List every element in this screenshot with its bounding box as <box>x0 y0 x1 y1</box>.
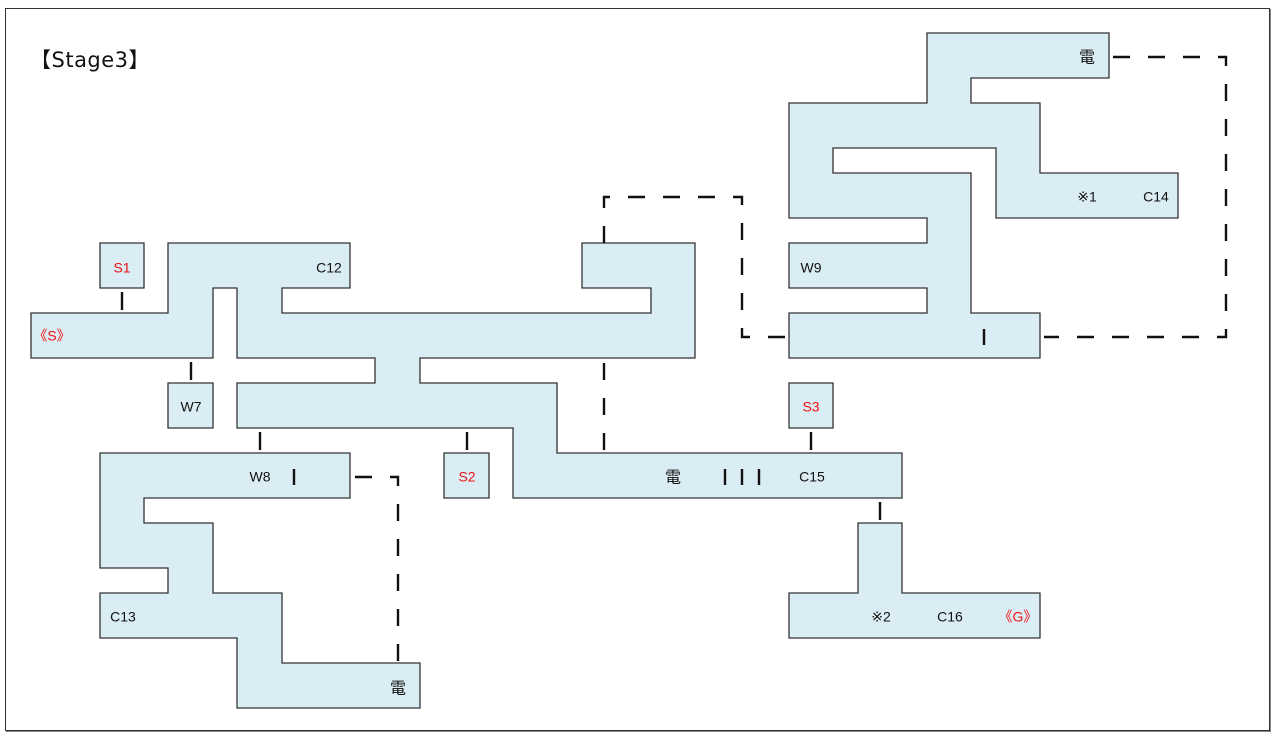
room-s3-room <box>788 382 834 429</box>
label-c16: C16 <box>937 609 963 625</box>
connector-w8-to-den-sw <box>355 475 400 663</box>
connector-den-ne-to-ne-wing <box>1044 55 1228 339</box>
label-note2: ※2 <box>871 609 891 625</box>
label-note1: ※1 <box>1077 189 1097 205</box>
label-den-c15: 電 <box>665 468 681 487</box>
label-c14: C14 <box>1143 189 1169 205</box>
label-c15: C15 <box>799 469 825 485</box>
label-den-ne: 電 <box>1079 48 1095 67</box>
label-s3: S3 <box>802 399 819 415</box>
room-start-area <box>30 242 903 499</box>
stage-title: 【Stage3】 <box>30 48 151 72</box>
room-w7-room <box>167 382 214 429</box>
label-s1: S1 <box>113 260 130 276</box>
connector-central-to-ne-wing <box>602 195 789 339</box>
label-start: 《S》 <box>33 328 70 344</box>
room-southwest-wing <box>99 452 421 709</box>
label-w8: W8 <box>250 469 271 485</box>
room-goal-area <box>788 522 1041 639</box>
room-s2-room <box>443 452 490 499</box>
label-s2: S2 <box>458 469 475 485</box>
label-c13: C13 <box>110 609 136 625</box>
label-w9: W9 <box>801 260 822 276</box>
label-den-sw: 電 <box>390 679 406 698</box>
room-s1-room <box>99 242 145 289</box>
label-goal: 《G》 <box>999 609 1038 625</box>
connections-layer <box>120 55 1228 663</box>
label-w7: W7 <box>181 399 202 415</box>
room-northeast-wing <box>788 32 1179 359</box>
rooms-layer <box>30 32 1179 709</box>
label-c12: C12 <box>316 260 342 276</box>
